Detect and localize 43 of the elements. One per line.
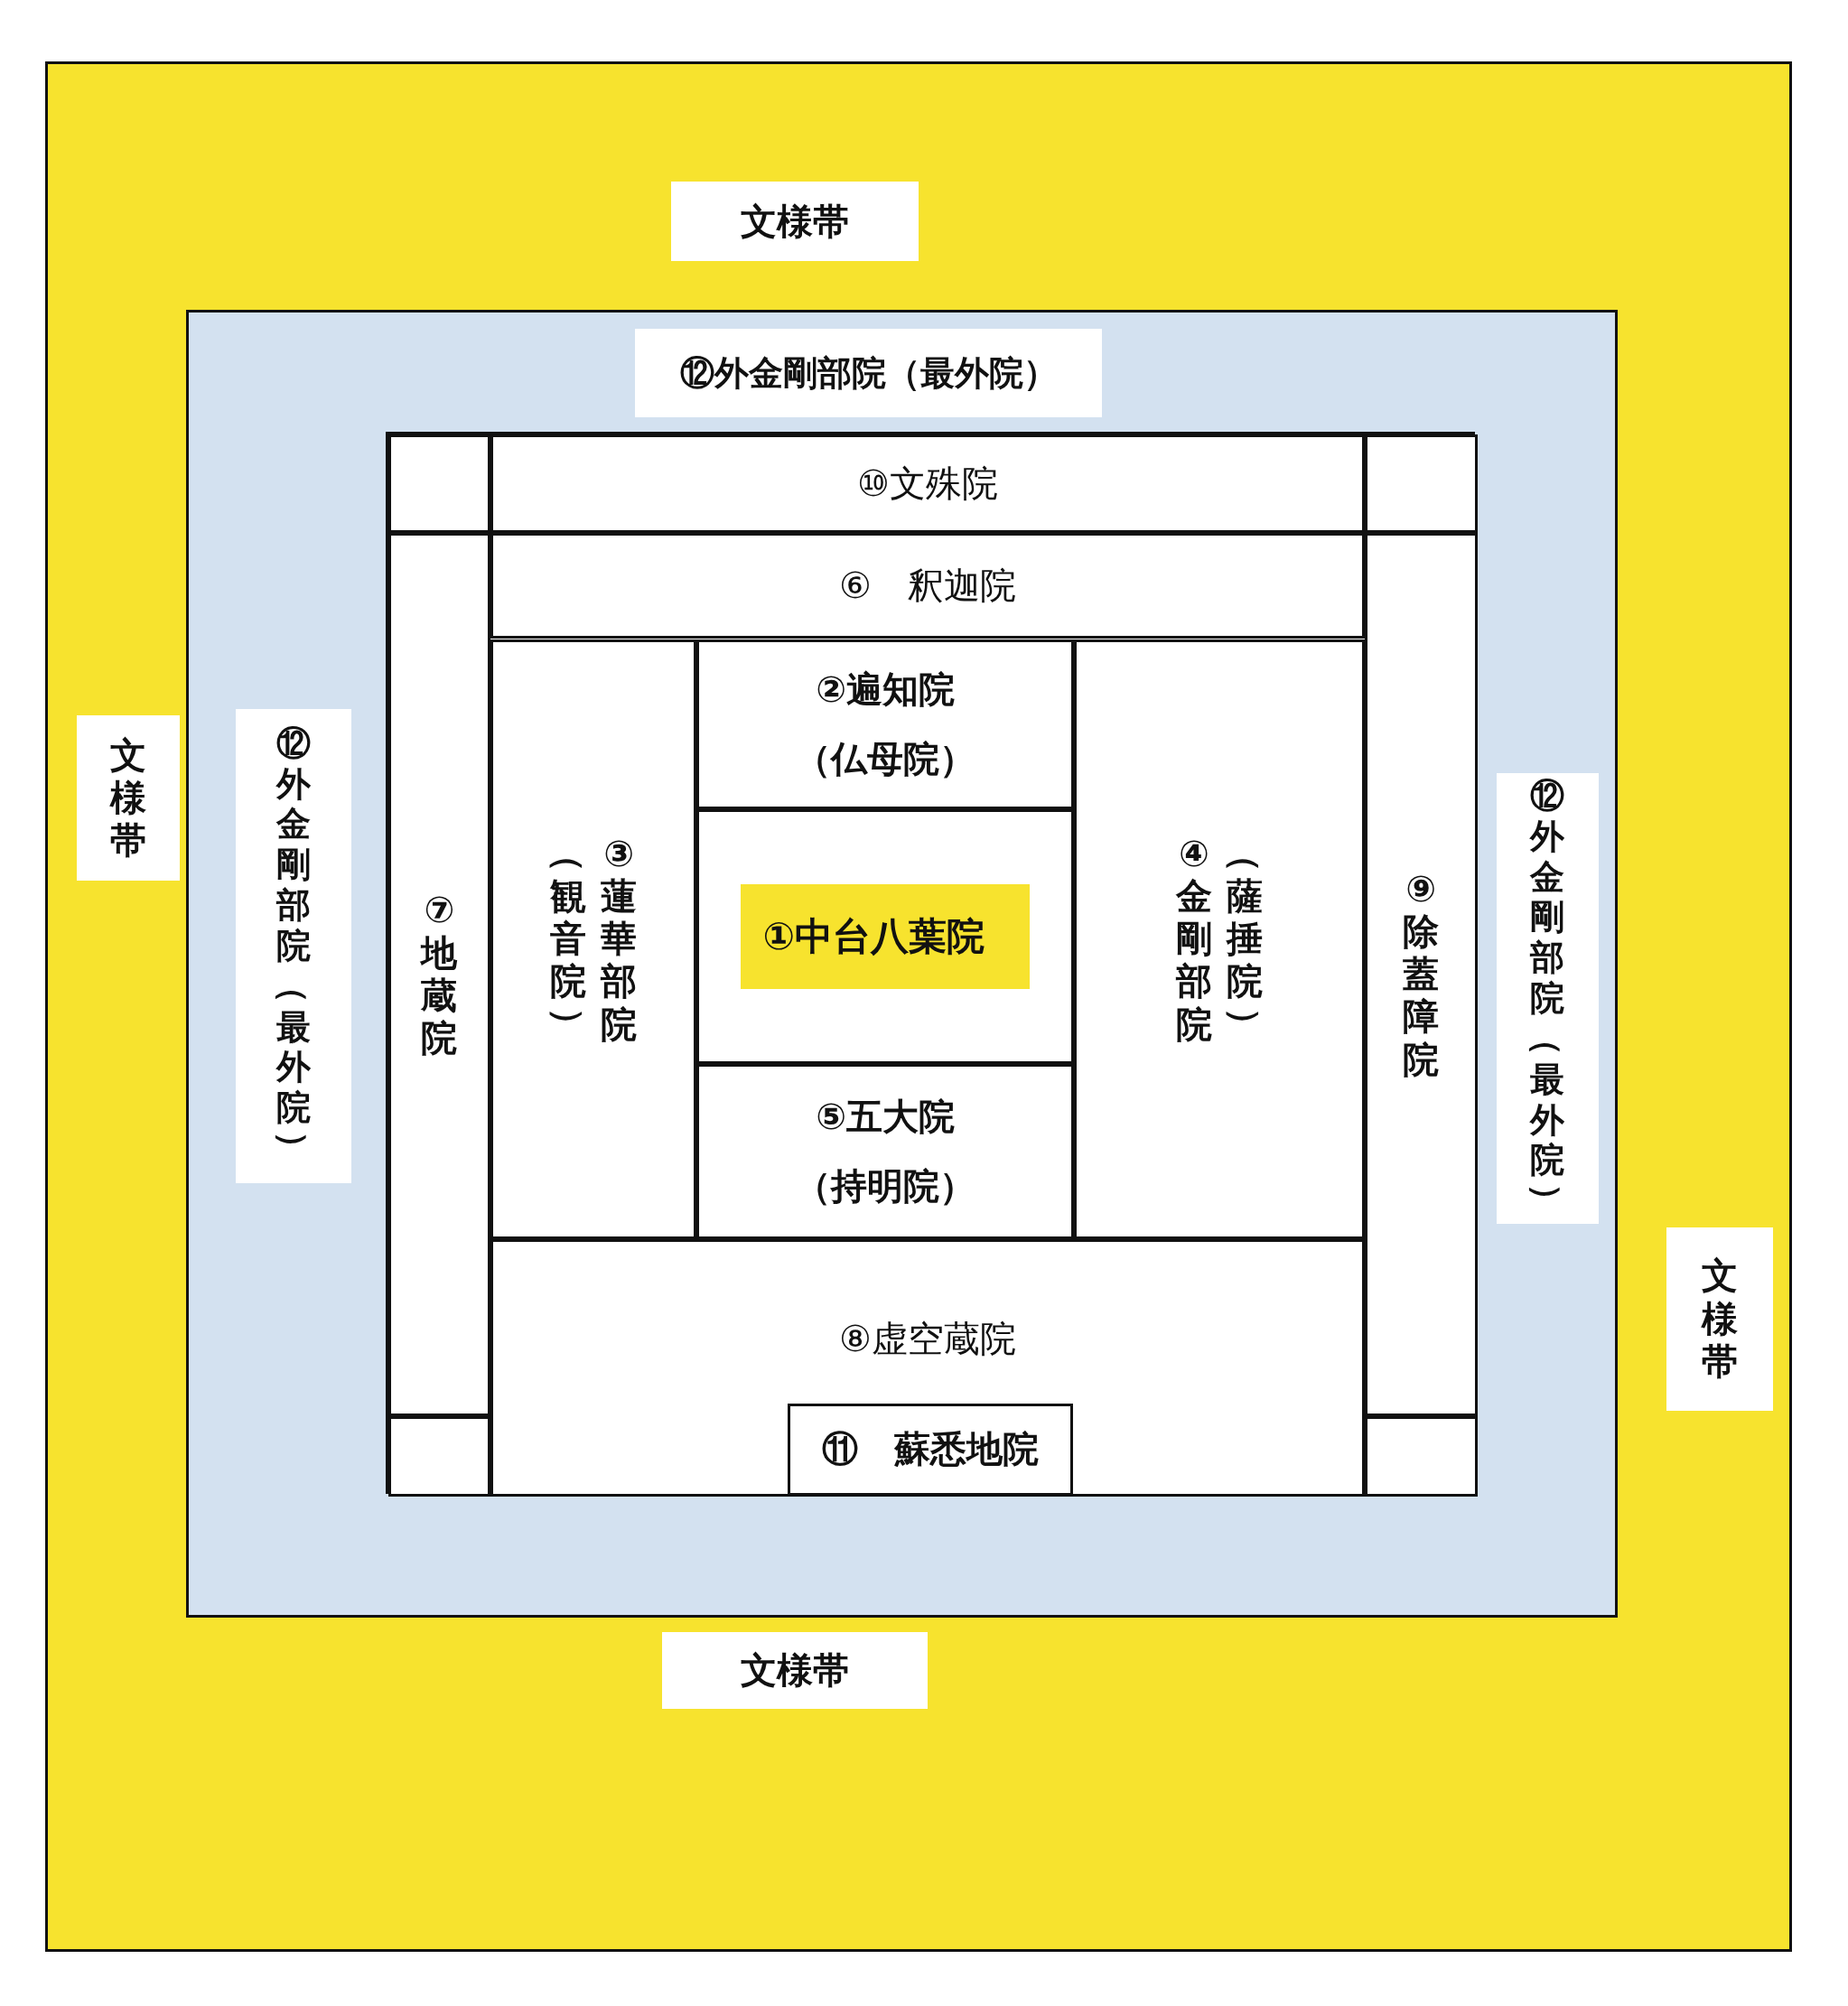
hall-cell: [1074, 639, 1365, 1239]
hall-name: ②遍知院: [816, 667, 956, 712]
band-frame: [185, 310, 1619, 1619]
label-box: [1666, 1227, 1773, 1411]
band-label: ⑫外金剛部院（最外院）: [275, 723, 311, 1168]
label-box: [670, 182, 919, 262]
hall-name: ⑤五大院: [816, 1094, 956, 1139]
hall-name: ③蓮華部院: [601, 832, 638, 1046]
hall-cell: [696, 1063, 1075, 1239]
hall-name: （持明院）: [795, 1163, 976, 1208]
hall-name: ⑧虚空蔵院: [839, 1317, 1016, 1361]
band-label: 文様帯: [741, 1647, 850, 1693]
hall-cell: [788, 1403, 1073, 1496]
band-label: ⑫外金剛部院（最外院）: [1530, 775, 1565, 1220]
hall-name: （仏母院）: [795, 736, 976, 781]
hall-cell: [490, 532, 1365, 639]
mandala-frame: [385, 431, 1475, 1494]
hall-name: ④金剛部院: [1176, 832, 1213, 1046]
hall-cell: [1364, 532, 1478, 1416]
hall-cell: [490, 639, 697, 1239]
band-frame: [44, 61, 1792, 1952]
label-box: [77, 715, 180, 881]
hall-name: ①中台八葉院: [741, 883, 1030, 989]
band-label: ⑫外金剛部院（最外院）: [679, 351, 1058, 395]
band-label: 文様帯: [741, 199, 850, 244]
band-label: 文様帯: [1701, 1255, 1738, 1384]
hall-cell: [696, 808, 1075, 1064]
hall-name: ⑪ 蘇悉地院: [821, 1427, 1039, 1472]
label-box: [635, 329, 1103, 418]
band-label: 文様帯: [109, 733, 146, 863]
hall-name: ⑦地蔵院: [421, 889, 458, 1060]
hall-name: ⑨除蓋障院: [1403, 867, 1440, 1081]
label-box: [661, 1631, 929, 1709]
hall-cell: [696, 639, 1075, 809]
hall-cell: [490, 1239, 1365, 1497]
hall-cell: [490, 434, 1365, 533]
hall-name: ⑩文殊院: [857, 461, 998, 506]
hall-name: （薩捶院）: [1227, 835, 1264, 1045]
hall-name: ⑥ 釈迦院: [839, 564, 1016, 609]
hall-cell: [387, 532, 491, 1416]
label-box: [236, 709, 351, 1183]
label-box: [1496, 773, 1599, 1224]
hall-name: （観音院）: [550, 835, 587, 1045]
